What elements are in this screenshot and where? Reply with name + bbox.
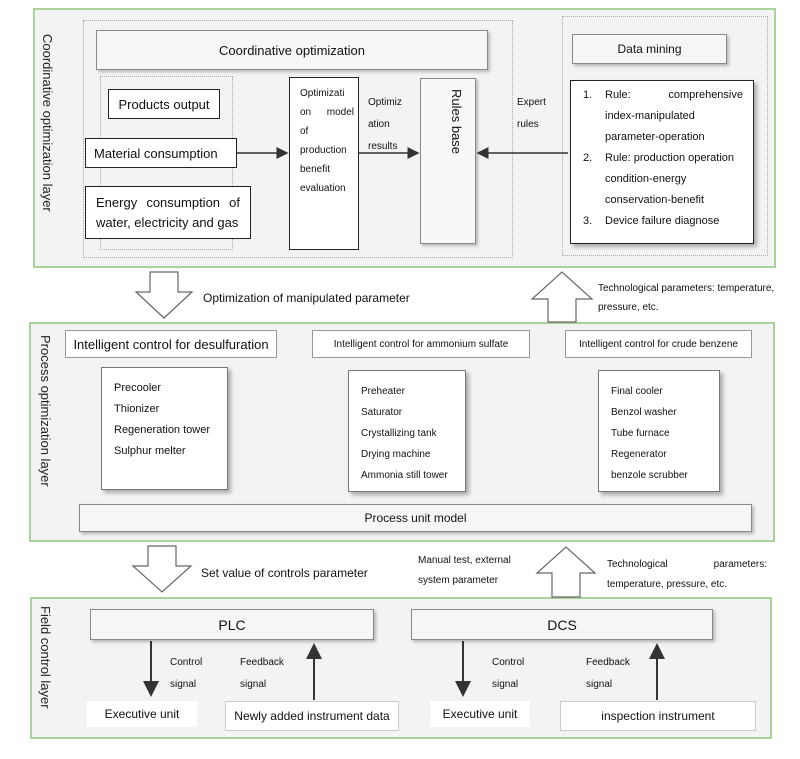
benzene-control-title: Intelligent control for crude benzene xyxy=(565,330,752,358)
material-consumption-box: Material consumption xyxy=(85,138,237,168)
equipment-item: benzole scrubber xyxy=(611,470,688,481)
model-line: Optimizati xyxy=(300,88,345,99)
rule-item-1: 1. Rule: comprehensive index-manipulated… xyxy=(583,85,743,148)
equipment-item: Crystallizing tank xyxy=(361,428,437,439)
data-mining-area xyxy=(562,16,768,256)
model-line: evaluation xyxy=(300,183,346,194)
set-value-label: Set value of controls parameter xyxy=(201,566,368,580)
desulfuration-equipment-box: Precooler Thionizer Regeneration tower S… xyxy=(101,367,228,490)
optimization-manipulated-label: Optimization of manipulated parameter xyxy=(203,291,410,305)
equipment-item: Tube furnace xyxy=(611,428,670,439)
signal-line: signal xyxy=(492,679,519,690)
process-unit-model: Process unit model xyxy=(79,504,752,532)
equipment-item: Saturator xyxy=(361,407,403,418)
inspection-instrument: inspection instrument xyxy=(560,701,756,731)
field-layer-label: Field control layer xyxy=(38,606,53,709)
dcs-feedback-signal-label: Feedback signal xyxy=(586,652,630,696)
expert-line: rules xyxy=(517,119,539,130)
optimization-results-label: Optimiz ation results xyxy=(368,92,418,158)
rule-number: 2. xyxy=(583,152,593,164)
expert-line: Expert xyxy=(517,97,546,108)
model-line: production xyxy=(300,145,347,156)
rule-line: index-manipulated xyxy=(605,110,695,122)
model-line: on model xyxy=(300,107,354,118)
equipment-item: Preheater xyxy=(361,386,405,397)
up-hollow-arrow-1 xyxy=(530,271,594,323)
manual-line: Manual test, external xyxy=(418,555,511,566)
equipment-item: Sulphur melter xyxy=(114,445,186,457)
dcs-box: DCS xyxy=(411,609,713,640)
data-mining-rules-box: 1. Rule: comprehensive index-manipulated… xyxy=(570,80,754,244)
tech-line: Technological parameters: temperature, xyxy=(598,283,775,294)
dcs-control-signal-label: Control signal xyxy=(492,652,524,696)
rule-number: 1. xyxy=(583,89,593,101)
signal-line: signal xyxy=(240,679,267,690)
signal-line: Control xyxy=(170,657,203,668)
energy-line-1: Energy consumption of xyxy=(96,195,240,210)
ammonium-control-title: Intelligent control for ammonium sulfate xyxy=(312,330,530,358)
signal-line: signal xyxy=(170,679,197,690)
plc-control-signal-label: Control signal xyxy=(170,652,202,696)
equipment-item: Precooler xyxy=(114,382,162,394)
signal-line: Feedback xyxy=(240,657,284,668)
ammonium-equipment-box: Preheater Saturator Crystallizing tank D… xyxy=(348,370,466,492)
model-line: of xyxy=(300,126,309,137)
coordinative-optimization-title: Coordinative optimization xyxy=(96,30,488,70)
equipment-item: Benzol washer xyxy=(611,407,677,418)
rule-line: Rule: production operation xyxy=(605,152,735,164)
products-output-box: Products output xyxy=(108,89,220,119)
down-hollow-arrow-1 xyxy=(134,271,194,319)
signal-line: signal xyxy=(586,679,613,690)
newly-added-instrument-data: Newly added instrument data xyxy=(225,701,399,731)
tech-line: pressure, etc. xyxy=(598,302,659,313)
down-hollow-arrow-2 xyxy=(131,545,193,593)
rule-line: Device failure diagnose xyxy=(605,215,720,227)
energy-line-2: water, electricity and gas xyxy=(96,215,239,230)
rule-line: condition-energy xyxy=(605,173,687,185)
rule-item-3: 3. Device failure diagnose xyxy=(583,211,743,232)
manual-test-label: Manual test, external system parameter xyxy=(418,551,511,591)
technological-parameters-label-1: Technological parameters: temperature, p… xyxy=(598,279,774,317)
plc-executive-unit: Executive unit xyxy=(87,701,197,727)
equipment-item: Drying machine xyxy=(361,449,431,460)
rule-line: conservation-benefit xyxy=(605,194,705,206)
tech-line: Technological parameters: xyxy=(607,559,767,570)
expert-rules-label: Expert rules xyxy=(517,92,546,136)
rule-number: 3. xyxy=(583,215,593,227)
plc-feedback-signal-label: Feedback signal xyxy=(240,652,284,696)
up-hollow-arrow-2 xyxy=(535,546,597,598)
rule-line: parameter-operation xyxy=(605,131,705,143)
rules-base-label: Rules base xyxy=(449,89,464,155)
benzene-equipment-box: Final cooler Benzol washer Tube furnace … xyxy=(598,370,720,492)
signal-line: Control xyxy=(492,657,525,668)
rules-base-box: Rules base xyxy=(420,78,476,244)
desulfuration-control-title: Intelligent control for desulfuration xyxy=(65,330,277,358)
energy-consumption-box: Energy consumption of water, electricity… xyxy=(85,186,251,239)
dcs-executive-unit: Executive unit xyxy=(430,701,530,727)
model-line: benefit xyxy=(300,164,331,175)
rule-item-2: 2. Rule: production operation condition-… xyxy=(583,148,743,211)
equipment-item: Regeneration tower xyxy=(114,424,211,436)
manual-line: system parameter xyxy=(418,575,499,586)
data-mining-title: Data mining xyxy=(572,34,727,64)
results-line: ation results xyxy=(368,119,398,152)
signal-line: Feedback xyxy=(586,657,630,668)
coordinative-inner-area xyxy=(83,20,513,258)
rule-line: Rule: comprehensive xyxy=(605,89,743,101)
technological-parameters-label-2: Technological parameters: temperature, p… xyxy=(607,555,767,595)
results-line: Optimiz xyxy=(368,97,402,108)
plc-box: PLC xyxy=(90,609,374,640)
tech-line: temperature, pressure, etc. xyxy=(607,579,728,590)
equipment-item: Final cooler xyxy=(611,386,663,397)
optimization-model-box: Optimizati on model of production benefi… xyxy=(289,77,359,250)
equipment-item: Regenerator xyxy=(611,449,667,460)
process-layer-label: Process optimization layer xyxy=(38,335,53,487)
equipment-item: Thionizer xyxy=(114,403,160,415)
coordinative-layer-label: Coordinative optimization layer xyxy=(40,34,55,212)
equipment-item: Ammonia still tower xyxy=(361,470,448,481)
